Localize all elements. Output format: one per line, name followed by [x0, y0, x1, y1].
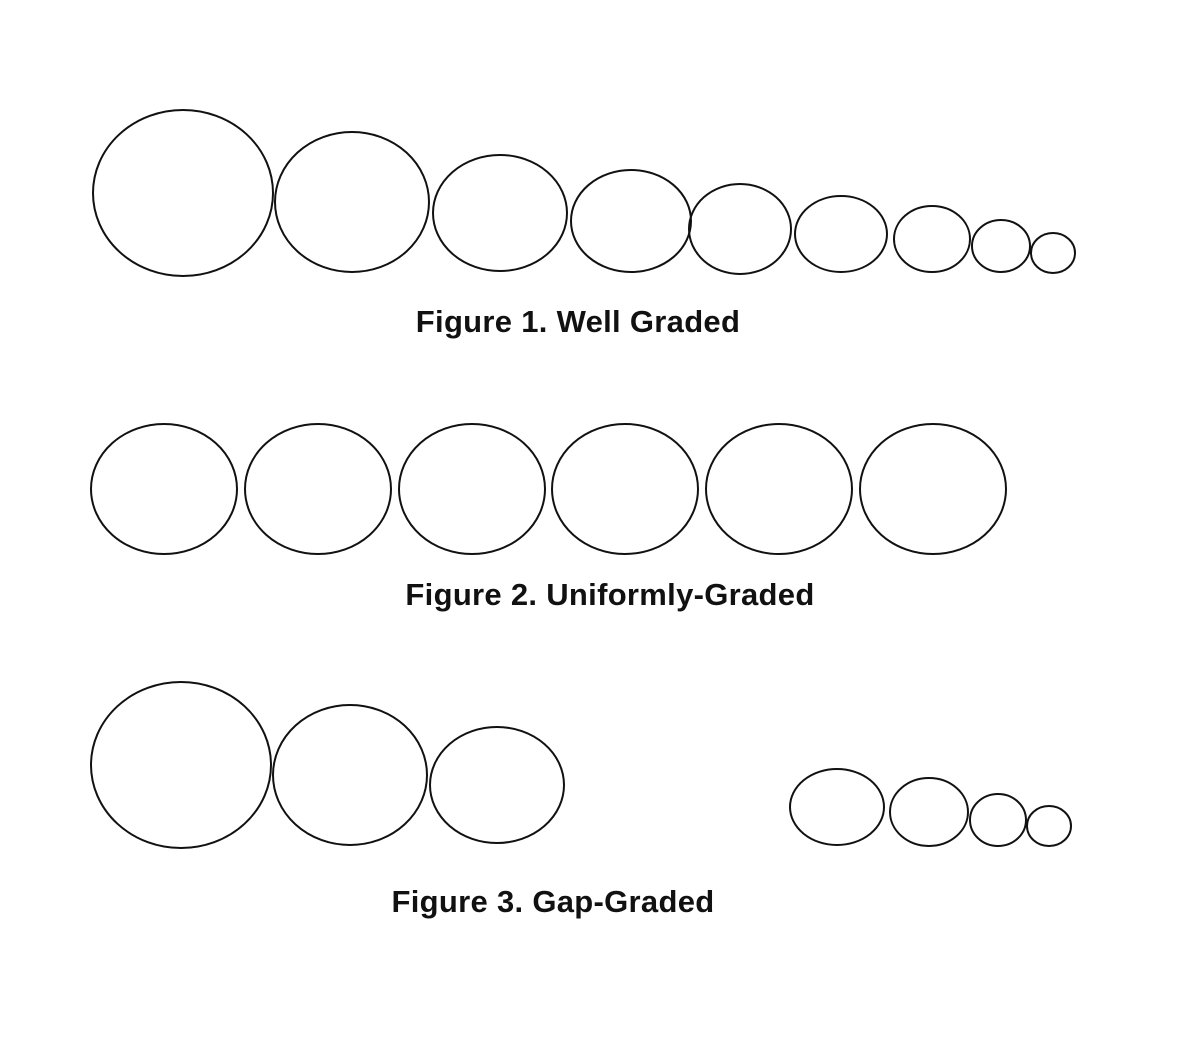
figure-3-caption: Figure 3. Gap-Graded: [391, 884, 715, 919]
particle-circle: [90, 681, 272, 849]
particle-circle: [551, 423, 699, 555]
figure-3-particles: [90, 681, 1072, 849]
particle-circle: [859, 423, 1007, 555]
particle-circle: [92, 109, 274, 277]
particle-circle: [688, 183, 792, 275]
figure-1-particles: [92, 109, 1076, 277]
particle-circle: [398, 423, 546, 555]
particle-circle: [969, 793, 1027, 847]
particle-circle: [705, 423, 853, 555]
particle-circle: [244, 423, 392, 555]
figure-1-caption: Figure 1. Well Graded: [415, 304, 741, 339]
particle-circle: [889, 777, 969, 847]
particle-circle: [272, 704, 428, 846]
particle-circle: [794, 195, 888, 273]
particle-circle: [971, 219, 1031, 273]
particle-circle: [570, 169, 692, 273]
particle-circle: [432, 154, 568, 272]
particle-circle: [1030, 232, 1076, 274]
particle-circle: [893, 205, 971, 273]
figure-2-particles: [90, 423, 1007, 555]
figure-2-caption: Figure 2. Uniformly-Graded: [405, 577, 815, 612]
particle-circle: [789, 768, 885, 846]
particle-circle: [90, 423, 238, 555]
particle-circle: [274, 131, 430, 273]
particle-circle: [429, 726, 565, 844]
particle-circle: [1026, 805, 1072, 847]
